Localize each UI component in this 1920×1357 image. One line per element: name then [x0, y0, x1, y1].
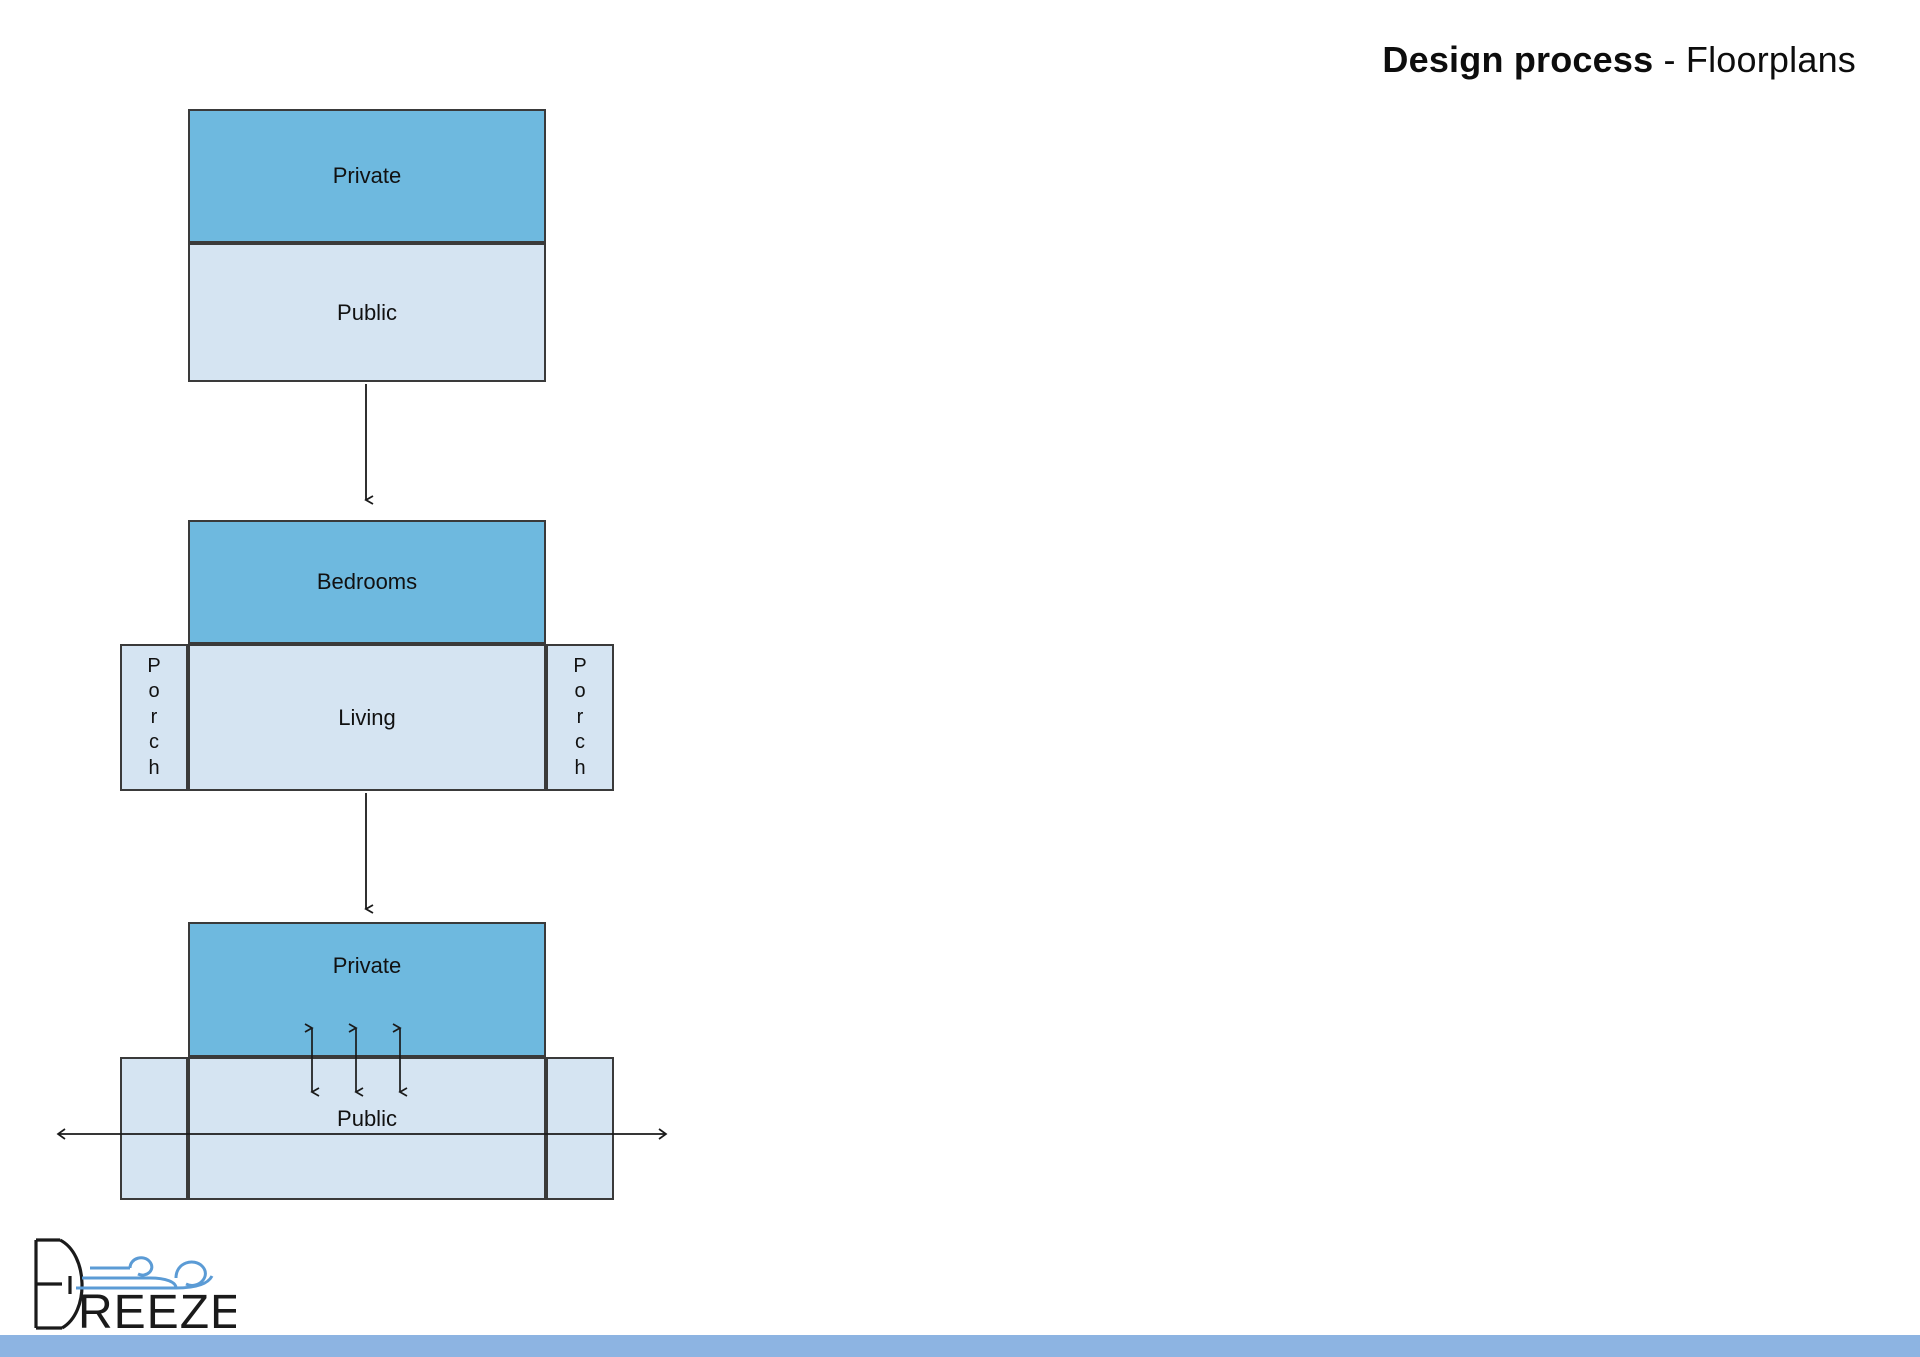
porch-letter: h	[148, 756, 160, 779]
porch-letter: o	[574, 680, 586, 703]
connector-arrow-diagram2-to-diagram3	[364, 793, 374, 914]
block-label: Living	[338, 704, 396, 730]
porch-letter: P	[147, 654, 161, 677]
block-label-vertical: P o r c h	[573, 654, 586, 782]
horizontal-axis-arrow	[56, 1128, 668, 1140]
porch-letter: o	[148, 680, 160, 703]
block-label: Private	[332, 163, 402, 188]
logo-wordmark: REEZE	[78, 1286, 236, 1338]
logo-wind-swirls	[76, 1256, 214, 1290]
block-private-top: Private	[188, 109, 546, 243]
page-title-strong: Design process	[1382, 39, 1654, 80]
porch-letter: c	[149, 731, 159, 754]
brand-logo: REEZE	[26, 1232, 242, 1339]
porch-letter: c	[575, 731, 585, 754]
flow-arrows-private-public	[304, 1023, 408, 1097]
block-label: Private	[332, 952, 402, 978]
block-label: Public	[337, 299, 397, 325]
block-public-bottom: Public	[188, 243, 546, 382]
block-porch-left: P o r c h	[120, 644, 188, 791]
porch-letter: r	[576, 705, 584, 728]
block-porch-right: P o r c h	[546, 644, 614, 791]
block-label-vertical: P o r c h	[147, 654, 160, 782]
block-label: Bedrooms	[316, 569, 418, 594]
breeze-logo-icon: REEZE	[34, 1238, 242, 1339]
footer-accent-bar	[0, 1335, 1920, 1357]
block-living: Living	[188, 644, 546, 791]
porch-letter: h	[574, 756, 586, 779]
page-title: Design process - Floorplans	[1382, 38, 1856, 81]
logo-monogram-b	[34, 1238, 84, 1330]
block-bedrooms: Bedrooms	[188, 520, 546, 644]
page-title-rest: - Floorplans	[1653, 39, 1856, 80]
porch-letter: P	[573, 654, 587, 677]
connector-arrow-diagram1-to-diagram2	[364, 384, 374, 505]
porch-letter: r	[150, 705, 158, 728]
